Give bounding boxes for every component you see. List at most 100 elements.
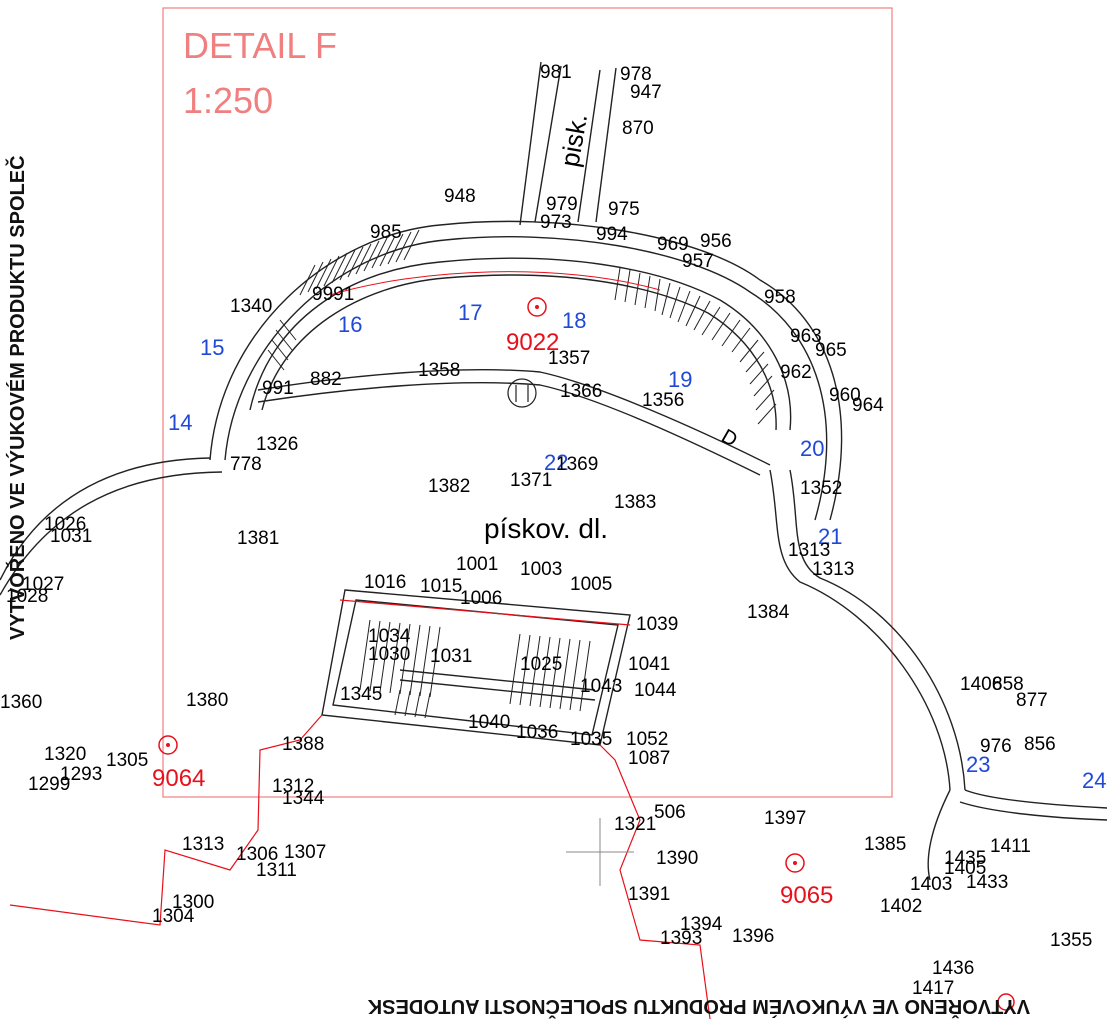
point-label: 1383 (614, 492, 656, 513)
blue-label-16: 16 (338, 312, 362, 337)
point-label: 1052 (626, 729, 668, 750)
point-label: 1293 (60, 764, 102, 785)
point-label: 1393 (660, 928, 702, 949)
east-approach (769, 469, 1107, 881)
point-label: 1388 (282, 734, 324, 755)
point-label: 1411 (990, 836, 1031, 857)
blue-label-15: 15 (200, 335, 224, 360)
crosshair (566, 818, 634, 886)
blue-label-24: 24 (1082, 768, 1106, 793)
point-label: 1369 (556, 454, 598, 475)
point-label: 1028 (6, 586, 48, 607)
horseshoe-outline (209, 220, 843, 521)
blue-label-17: 17 (458, 300, 482, 325)
point-label: 1391 (628, 884, 670, 905)
point-label: 1396 (732, 926, 774, 947)
point-label: 1360 (0, 692, 42, 713)
blue-label-14: 14 (168, 410, 192, 435)
point-label: 1406 (960, 674, 1002, 695)
point-label: 1371 (510, 470, 552, 491)
point-label: 1355 (1050, 930, 1092, 951)
survey-point-9022-label: 9022 (506, 329, 559, 356)
point-label: 1435 (944, 848, 986, 869)
red-boundary (9, 599, 711, 1019)
point-label: 1006 (460, 588, 502, 609)
point-label: 965 (815, 340, 847, 361)
point-label: 1044 (634, 680, 677, 701)
point-label: 975 (608, 199, 640, 220)
point-label: 1394 (680, 914, 723, 935)
point-label: 1031 (50, 526, 92, 547)
point-label: 1358 (418, 360, 460, 381)
point-label: 1380 (186, 690, 228, 711)
point-label: 963 (790, 326, 822, 347)
point-label: 1015 (420, 576, 462, 597)
survey-point-9064-label: 9064 (152, 765, 205, 792)
blue-label-19: 19 (668, 367, 692, 392)
point-label: 1321 (614, 814, 656, 835)
area-label: pískov. dl. (484, 513, 608, 544)
point-label: 957 (682, 251, 714, 272)
red-edge-arc (329, 271, 661, 296)
point-label: 1035 (570, 729, 612, 750)
point-label: 1402 (880, 896, 922, 917)
point-label: 1313 (812, 559, 854, 580)
point-label: 1312 (272, 776, 314, 797)
point-label: 882 (310, 369, 342, 390)
blue-label-22: 22 (544, 450, 568, 475)
point-label: 1340 (230, 296, 272, 317)
point-label: 506 (654, 802, 686, 823)
point-label: 1384 (747, 602, 790, 623)
survey-point-9065: 9065 (780, 853, 833, 909)
watermark-left: VYTVOŘENO VE VÝUKOVÉM PRODUKTU SPOLEČ (5, 155, 29, 640)
point-label: 991 (262, 378, 294, 399)
point-label: 1026 (44, 514, 86, 535)
point-label: 1313 (788, 540, 830, 561)
point-label: 1344 (282, 788, 325, 809)
point-label: 1403 (910, 874, 952, 895)
point-label: 1003 (520, 559, 562, 580)
point-label: 1436 (932, 958, 974, 979)
survey-point-9064: 9064 (152, 735, 205, 792)
point-label: 1001 (456, 554, 498, 575)
point-label: 1433 (966, 872, 1008, 893)
d-label: D (718, 425, 742, 451)
point-label: 1352 (800, 478, 842, 499)
point-label: 1036 (516, 722, 558, 743)
point-label: 1381 (237, 528, 279, 549)
survey-point-bottom-right (997, 993, 1015, 1011)
survey-point-9065-label: 9065 (780, 882, 833, 909)
point-label: 1313 (182, 834, 224, 855)
point-label: 962 (780, 362, 812, 383)
detail-title: DETAIL F (183, 25, 337, 66)
point-label: 870 (622, 118, 654, 139)
point-label: 1357 (548, 348, 590, 369)
well-symbol (507, 378, 537, 408)
central-stairs-hatching (359, 619, 591, 719)
point-label: 964 (852, 395, 884, 416)
point-label: 1382 (428, 476, 470, 497)
point-label: 1087 (628, 748, 670, 769)
point-label: 981 (540, 62, 572, 83)
point-label: 1326 (256, 434, 298, 455)
point-label: 948 (444, 186, 476, 207)
point-label: 1005 (570, 574, 612, 595)
point-numbers: 981 978 947 870 975 973 994 979 948 985 … (0, 62, 1092, 999)
point-label: 1311 (256, 860, 297, 881)
point-label: 1417 (912, 978, 954, 999)
point-label: 1320 (44, 744, 86, 765)
detail-scale: 1:250 (183, 80, 273, 121)
point-label: 778 (230, 454, 262, 475)
point-label: 1043 (580, 676, 622, 697)
steps-hatching (267, 229, 777, 425)
point-label: 1405 (944, 858, 986, 879)
point-label: 1299 (28, 774, 70, 795)
point-label: 985 (370, 222, 402, 243)
point-label: 969 (657, 234, 689, 255)
point-label: 1040 (468, 712, 510, 733)
point-label: 1039 (636, 614, 678, 635)
point-label: 9991 (312, 284, 354, 305)
blue-label-20: 20 (800, 436, 824, 461)
point-label: 1300 (172, 892, 214, 913)
